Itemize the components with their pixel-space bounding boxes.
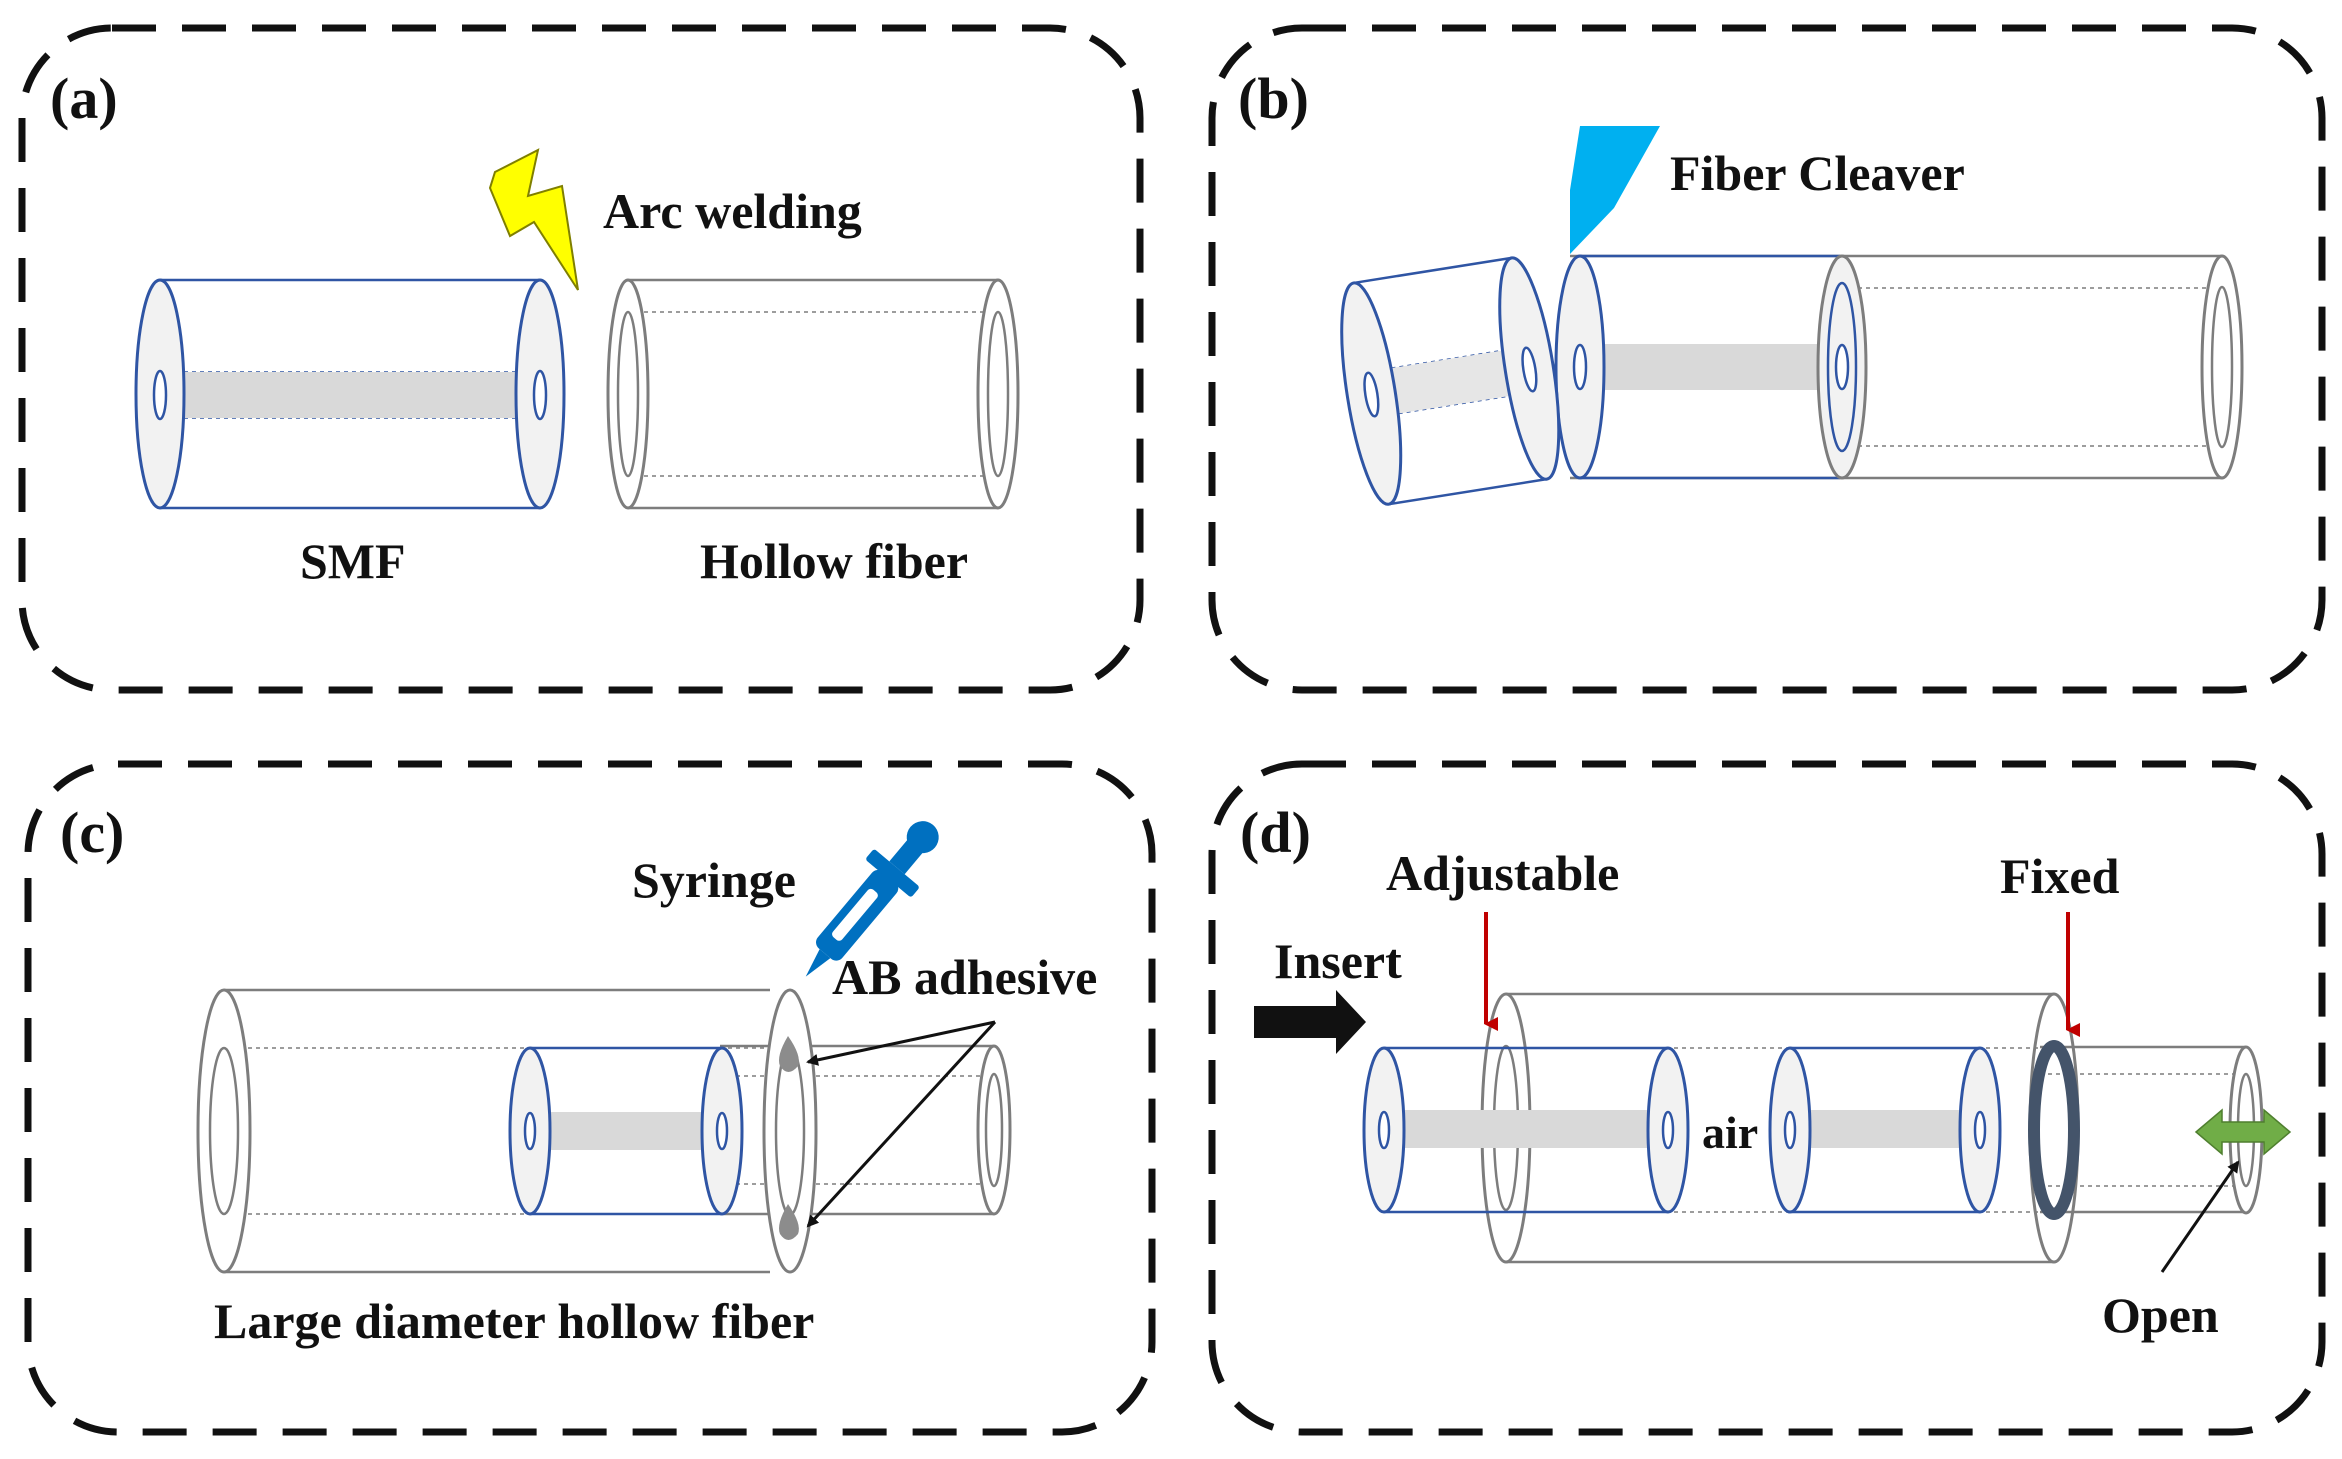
- fiber-cleaver-label: Fiber Cleaver: [1670, 145, 1965, 201]
- panel-d-tag: (d): [1240, 800, 1311, 865]
- large-diameter-fiber-label: Large diameter hollow fiber: [214, 1293, 814, 1349]
- panel-d: (d) Adjustable Fixed Insert: [1208, 760, 2326, 1436]
- adhesive-arrow-top: [806, 1020, 996, 1066]
- panel-a-tag: (a): [50, 66, 118, 131]
- insert-arrow: [1254, 990, 1366, 1054]
- left-smf-core: [1384, 1110, 1668, 1148]
- panel-a: (a) Arc welding SMF Hollow fiber: [18, 24, 1144, 694]
- inner-smf-core: [530, 1112, 722, 1150]
- panel-b: (b) Fiber Cleaver: [1208, 24, 2326, 694]
- adjustable-label: Adjustable: [1386, 845, 1619, 901]
- smf-label: SMF: [300, 533, 406, 589]
- ab-adhesive-label: AB adhesive: [832, 949, 1097, 1005]
- insert-label: Insert: [1274, 933, 1402, 989]
- syringe-label: Syringe: [632, 852, 796, 908]
- air-label: air: [1702, 1107, 1758, 1158]
- adhesive-drop-bottom: [779, 1204, 799, 1240]
- smf-fiber: [134, 278, 566, 510]
- adhesive-drop-top: [779, 1036, 799, 1072]
- open-label: Open: [2102, 1287, 2219, 1343]
- cleaved-piece: [1340, 256, 1561, 506]
- panel-c: (c) Syringe AB adhesive: [24, 760, 1156, 1436]
- syringe-icon: [805, 821, 939, 977]
- hollow-fiber: [606, 278, 1020, 510]
- panel-b-tag: (b): [1238, 66, 1309, 131]
- fixed-label: Fixed: [2000, 848, 2120, 904]
- inner-smf: [508, 1046, 744, 1216]
- adhesive-arrow-bottom: [806, 1020, 997, 1228]
- cleaver-smf-core: [1580, 344, 1842, 390]
- panel-a-border: [18, 24, 1144, 694]
- smf-core: [160, 372, 540, 418]
- right-smf: [1768, 1046, 2002, 1214]
- arc-welding-label: Arc welding: [603, 183, 862, 239]
- double-arrow-icon: [2194, 1108, 2292, 1156]
- large-fiber-front-end: [762, 988, 818, 1274]
- fixed-glue-ring: [2028, 1040, 2080, 1220]
- inner-hollow-fiber: [720, 1044, 1012, 1216]
- panel-d-border: [1208, 760, 2326, 1436]
- hollow-fiber-label: Hollow fiber: [700, 533, 968, 589]
- blade-icon: [1570, 126, 1660, 254]
- cleaver-smf-segment: [1554, 254, 1868, 480]
- cleaver-hollow-fiber: [1570, 254, 2244, 480]
- lightning-icon: [488, 148, 579, 291]
- left-smf: [1362, 1046, 1690, 1214]
- panel-c-border: [24, 760, 1156, 1436]
- open-arrow: [2160, 1160, 2240, 1273]
- panel-c-tag: (c): [60, 800, 124, 865]
- large-hollow-fiber: [196, 988, 770, 1274]
- right-smf-core: [1790, 1110, 1980, 1148]
